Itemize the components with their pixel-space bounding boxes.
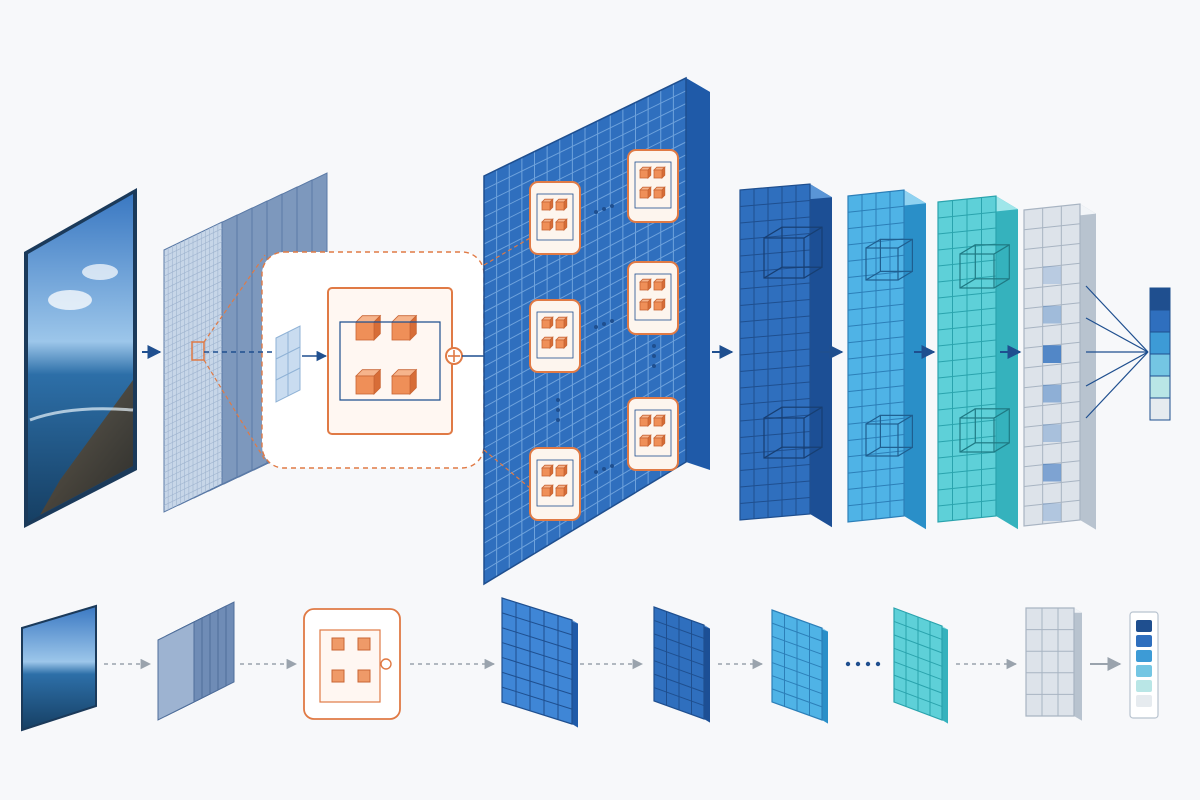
fc-highlight-cell — [1043, 266, 1061, 284]
output-thumb-cell — [1136, 695, 1152, 707]
kernel-cube — [865, 423, 899, 457]
residual-cube — [541, 339, 551, 349]
fully-connected-layer — [1023, 203, 1096, 530]
residual-cube — [541, 221, 551, 231]
receptive-patch — [191, 341, 205, 361]
residual-cube — [639, 417, 649, 427]
output-thumb — [1129, 611, 1159, 719]
residual-cube — [355, 321, 375, 341]
summary-flow — [21, 597, 1159, 732]
residual-cube — [653, 301, 663, 311]
residual-block — [203, 251, 485, 469]
residual-cube — [555, 339, 565, 349]
output-thumb-cell — [1136, 680, 1152, 692]
input-image — [24, 188, 137, 528]
kernel-cube — [959, 253, 995, 289]
grid-thumb — [501, 597, 578, 728]
residual-cube — [653, 169, 663, 179]
output-cell — [1149, 375, 1171, 399]
residual-cube — [639, 437, 649, 447]
input-patch — [275, 325, 301, 403]
output-cell — [1149, 287, 1171, 311]
output-cell — [1149, 309, 1171, 333]
residual-cube — [653, 189, 663, 199]
fc-highlight-cell — [1043, 305, 1061, 324]
sky-grid-thumb — [771, 609, 828, 724]
residual-cube — [555, 201, 565, 211]
residual-cube — [391, 321, 411, 341]
residual-cube — [541, 201, 551, 211]
residual-unit-tile — [627, 261, 679, 335]
residual-cube — [639, 301, 649, 311]
summary-ellipsis — [845, 661, 881, 667]
conv-layer-2 — [847, 189, 926, 530]
residual-cubes — [355, 314, 418, 395]
output-thumb-cell — [1136, 650, 1152, 662]
fc-highlight-cell — [1043, 503, 1061, 521]
residual-cube — [653, 437, 663, 447]
residual-unit-frame — [327, 287, 453, 435]
output-thumb-cell — [1136, 665, 1152, 677]
output-cell — [1149, 353, 1171, 377]
gray-grid-thumb — [1025, 607, 1082, 721]
residual-cube — [541, 319, 551, 329]
fc-highlight-cell — [1043, 384, 1061, 403]
residual-cube — [555, 221, 565, 231]
residual-unit-tile — [627, 149, 679, 223]
residual-cube — [555, 467, 565, 477]
stack-thumb — [157, 601, 235, 721]
conv-layer-1 — [739, 183, 832, 528]
zoom-connectors — [483, 237, 531, 489]
output-cell — [1149, 397, 1171, 421]
residual-cube — [355, 375, 375, 395]
dark-grid-thumb — [653, 606, 710, 723]
residual-unit-tile — [627, 397, 679, 471]
output-thumb-cell — [1136, 620, 1152, 632]
residual-cube — [639, 169, 649, 179]
residual-cube — [653, 281, 663, 291]
residual-cube — [555, 319, 565, 329]
kernel-cube — [865, 247, 899, 281]
kernel-cube — [763, 417, 805, 459]
output-thumb-cell — [1136, 635, 1152, 647]
fc-highlight-cell — [1043, 424, 1061, 442]
residual-cube — [653, 417, 663, 427]
image-thumb — [21, 604, 97, 732]
conv-layer-3 — [937, 195, 1018, 530]
residual-unit-tile — [529, 299, 581, 373]
fc-output-connections — [1085, 285, 1149, 419]
residual-cube — [541, 487, 551, 497]
residual-cube — [555, 487, 565, 497]
residual-unit-tile — [529, 447, 581, 521]
grid-ellipses — [556, 204, 656, 474]
residual-cube — [639, 281, 649, 291]
kernel-cube — [959, 417, 995, 453]
residual-cube — [541, 467, 551, 477]
residual-unit-tile — [529, 181, 581, 255]
residual-cube — [639, 189, 649, 199]
cyan-grid-thumb — [893, 607, 948, 724]
residual-thumb — [303, 608, 401, 720]
fc-highlight-cell — [1043, 463, 1061, 482]
residual-cube — [391, 375, 411, 395]
residual-units-grid — [529, 149, 679, 521]
output-cell — [1149, 331, 1171, 355]
kernel-cube — [763, 237, 805, 279]
output-vector — [1149, 287, 1171, 421]
fc-highlight-cell — [1043, 345, 1061, 363]
